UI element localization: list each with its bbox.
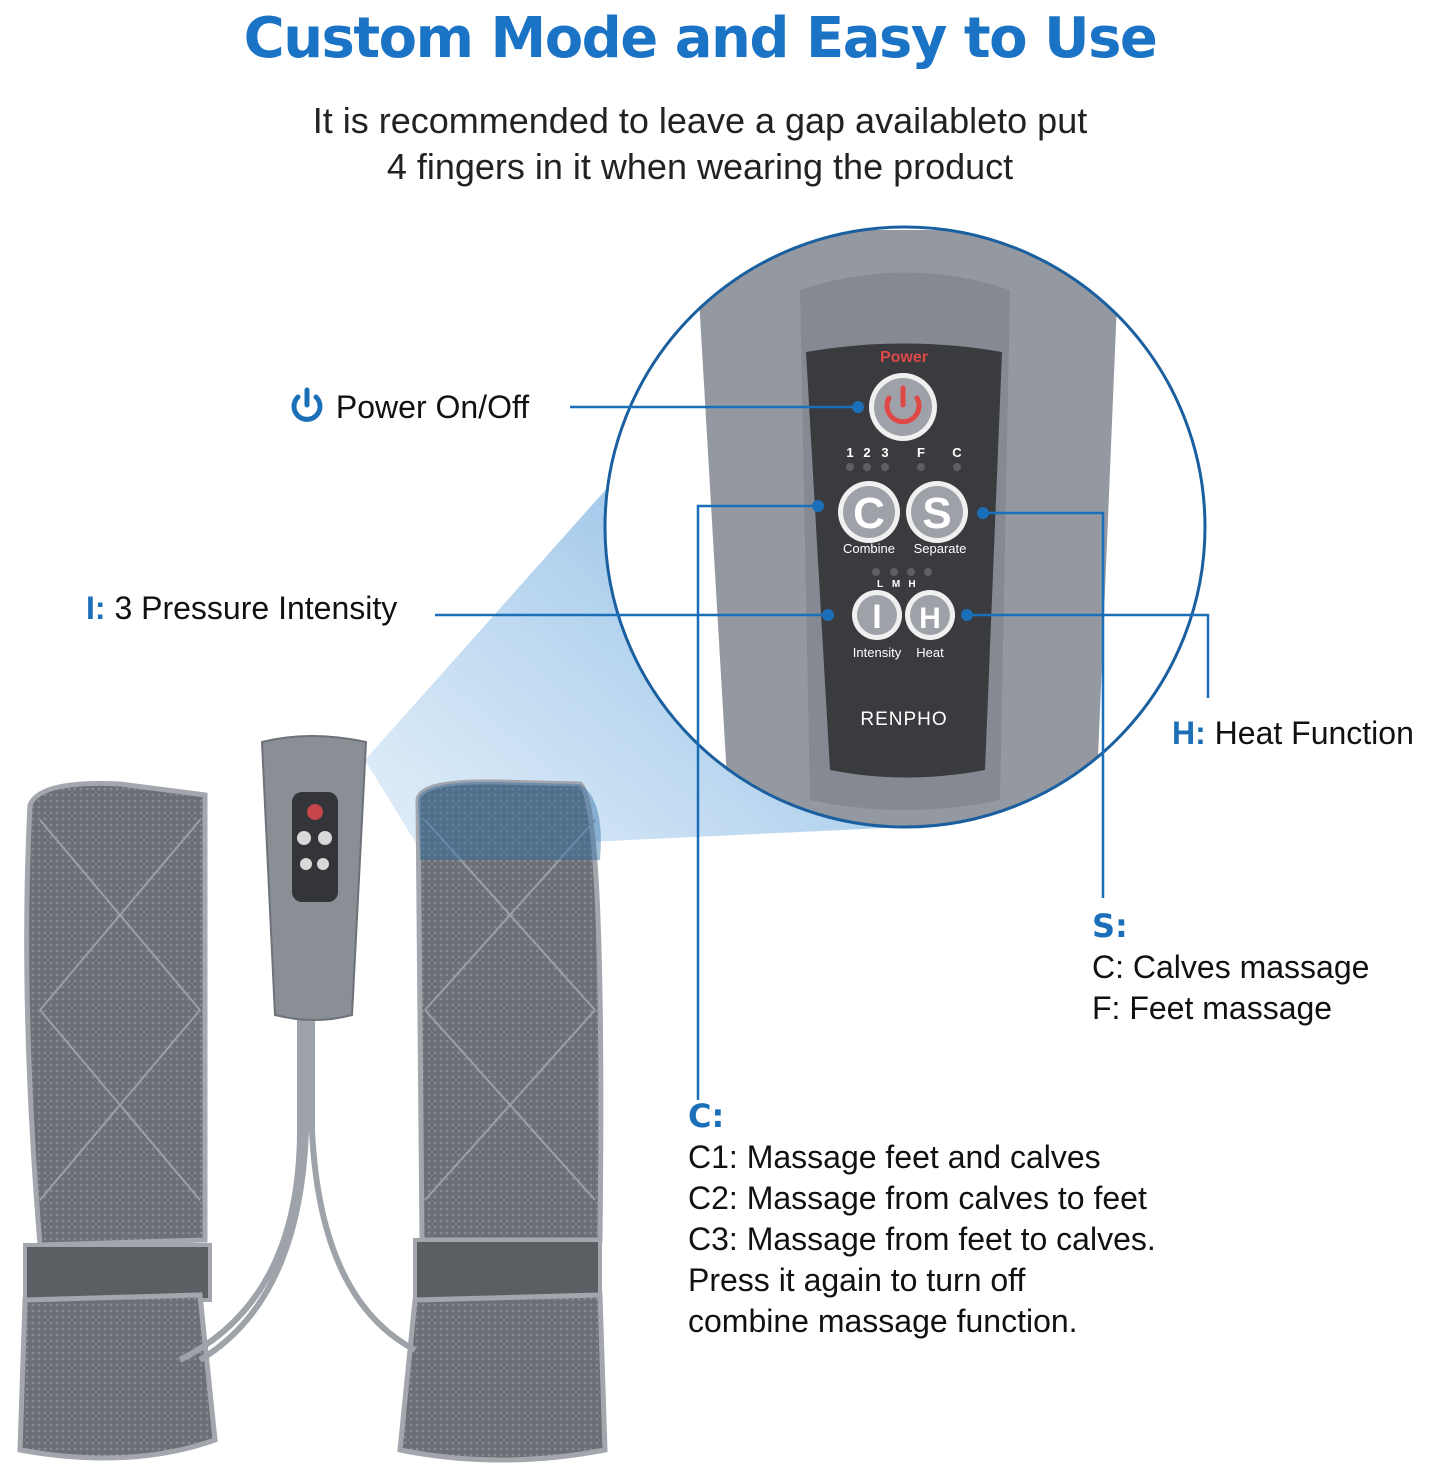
svg-text:S: S (922, 489, 951, 538)
combine-line-2: C2: Massage from calves to feet (688, 1180, 1147, 1216)
intensity-button[interactable]: I (852, 590, 902, 640)
svg-text:C: C (952, 445, 962, 460)
svg-text:1: 1 (846, 445, 853, 460)
separate-line (983, 511, 1105, 898)
svg-text:C: C (853, 489, 885, 538)
separate-line-1: C: Calves massage (1092, 949, 1370, 985)
heat-label: Heat (916, 645, 944, 660)
panel-power-label: Power (880, 349, 928, 366)
combine-line (696, 504, 818, 1100)
separate-line-2: F: Feet massage (1092, 990, 1333, 1026)
left-leg-wrap (17, 781, 218, 1461)
page-title: Custom Mode and Easy to Use (243, 6, 1158, 71)
brand-logo: RENPHO (860, 709, 947, 730)
combine-label: Combine (843, 541, 895, 556)
intensity-indicators: L M H (877, 579, 916, 590)
callout-lines (435, 405, 1210, 1100)
svg-text:3: 3 (881, 445, 888, 460)
power-callout-text: Power On/Off (335, 389, 530, 425)
svg-text:H: H (908, 579, 915, 590)
intensity-label: Intensity (853, 645, 902, 660)
heat-key: H: (1172, 715, 1206, 751)
combine-button[interactable]: C (838, 481, 900, 543)
separate-callout: S: C: Calves massage F: Feet massage (1092, 906, 1369, 1029)
right-leg-wrap (397, 779, 608, 1463)
subtitle-line-2: 4 fingers in it when wearing the product (386, 146, 1014, 187)
heat-callout: H: Heat Function (1172, 715, 1414, 752)
subtitle-line-1: It is recommended to leave a gap availab… (312, 100, 1088, 141)
combine-line-3: C3: Massage from feet to calves. (688, 1221, 1156, 1257)
power-callout: Power On/Off (287, 386, 529, 426)
combine-callout: C: C1: Massage feet and calves C2: Massa… (688, 1096, 1156, 1342)
combine-line-4: Press it again to turn off (688, 1262, 1026, 1298)
zoom-circle-border (603, 225, 1207, 829)
small-remote (260, 735, 368, 1021)
subtitle: It is recommended to leave a gap availab… (0, 98, 1400, 190)
svg-text:F: F (917, 445, 925, 460)
heat-callout-text: Heat Function (1214, 715, 1414, 751)
power-icon (291, 387, 323, 422)
svg-text:2: 2 (863, 445, 870, 460)
panel-power-icon (884, 395, 922, 425)
combine-line-1: C1: Massage feet and calves (688, 1139, 1101, 1175)
mode-indicators: 1 2 3 F C (846, 445, 962, 460)
svg-text:M: M (892, 579, 900, 590)
separate-key: S: (1092, 907, 1128, 945)
air-hoses (178, 1020, 417, 1363)
svg-text:I: I (872, 598, 881, 636)
intensity-key: I: (86, 590, 106, 626)
intensity-callout: I: 3 Pressure Intensity (86, 590, 397, 627)
heat-line (967, 613, 1210, 698)
separate-label: Separate (914, 541, 967, 556)
intensity-callout-text: 3 Pressure Intensity (114, 590, 398, 626)
combine-line-5: combine massage function. (688, 1303, 1078, 1339)
svg-text:H: H (919, 602, 941, 635)
heat-button[interactable]: H (905, 590, 955, 640)
separate-button[interactable]: S (906, 481, 968, 543)
svg-text:L: L (877, 579, 883, 590)
zoomed-controller (605, 227, 1205, 827)
combine-key: C: (688, 1097, 725, 1135)
